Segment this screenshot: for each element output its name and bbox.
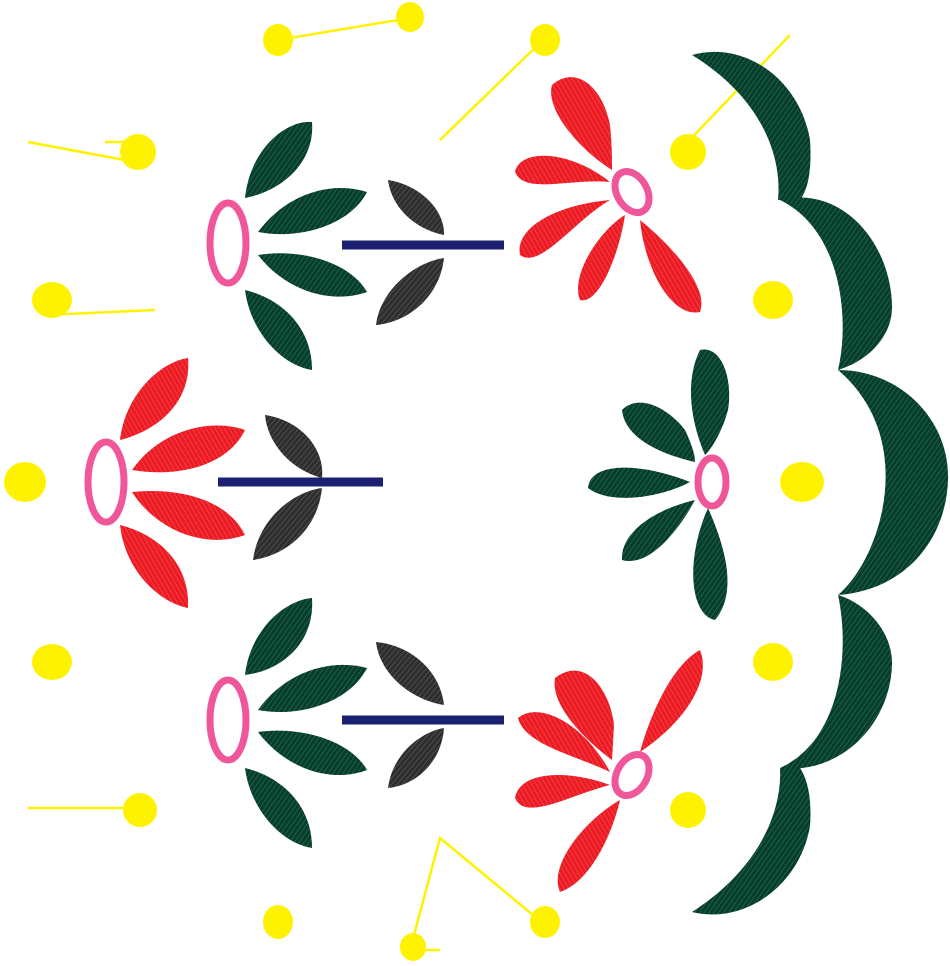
yellow-dot (753, 643, 793, 681)
yellow-dot (400, 933, 426, 961)
flower-sprig-bottom (206, 598, 504, 848)
flower-sprig-middle (84, 358, 383, 608)
green-leaves (245, 598, 367, 848)
red-flower-bottom (515, 650, 703, 892)
yellow-dot (263, 905, 293, 939)
pink-ring (694, 454, 730, 510)
green-flower-right (588, 349, 730, 620)
yellow-dot (263, 24, 293, 56)
pink-ring (84, 438, 128, 526)
yellow-dot (32, 282, 72, 318)
yellow-dot (4, 462, 46, 502)
red-flower-top (515, 77, 702, 313)
red-leaves (120, 358, 245, 608)
yellow-dot (753, 281, 793, 319)
pink-ring (611, 168, 653, 216)
yellow-dot (123, 793, 157, 827)
dark-leaves (376, 180, 445, 325)
yellow-dot (530, 906, 560, 938)
green-leaves (245, 121, 367, 370)
yellow-dot (530, 24, 560, 56)
yellow-dot (780, 462, 824, 502)
dark-leaves (253, 415, 323, 560)
pink-ring (206, 676, 250, 764)
flower-sprig-top (206, 121, 504, 370)
yellow-dot (670, 134, 706, 170)
yellow-dot (120, 134, 156, 170)
scalloped-border (692, 51, 949, 915)
dark-leaves (376, 642, 444, 788)
yellow-dot (32, 644, 72, 680)
yellow-dot (396, 2, 424, 32)
yellow-dot (670, 792, 706, 828)
pink-ring (206, 199, 250, 287)
pink-ring (611, 751, 653, 799)
yellow-dots (4, 2, 824, 961)
